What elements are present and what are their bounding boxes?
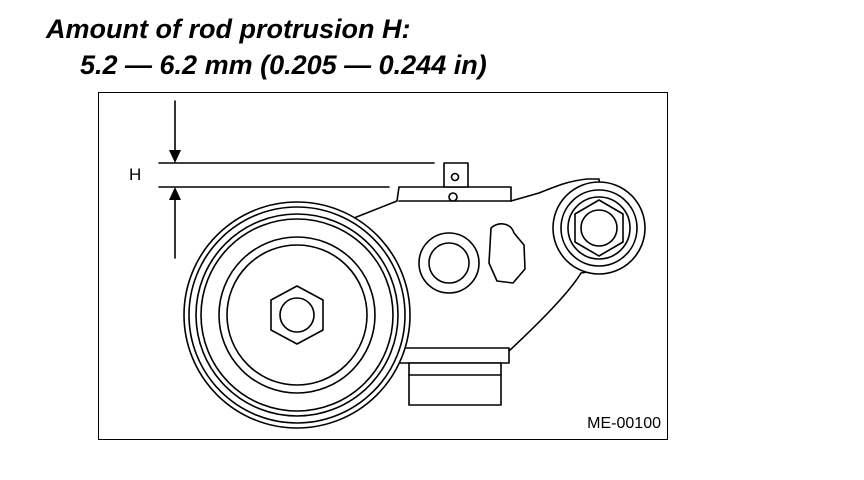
tensioner-rod — [443, 162, 469, 188]
dimension-h-marker — [158, 100, 435, 259]
dimension-h-label: H — [129, 165, 142, 184]
idler-pulley — [183, 201, 411, 429]
tensioner-diagram: H ME-00100 — [98, 92, 668, 440]
heading-title: Amount of rod protrusion H: — [46, 14, 411, 44]
pivot-bolt — [552, 181, 646, 275]
figure-code: ME-00100 — [587, 415, 661, 432]
heading-spec: 5.2 — 6.2 mm (0.205 — 0.244 in) — [80, 50, 487, 80]
tensioner-housing — [398, 347, 510, 406]
tensioner-arm — [353, 178, 610, 354]
tensioner-drawing — [158, 100, 646, 429]
